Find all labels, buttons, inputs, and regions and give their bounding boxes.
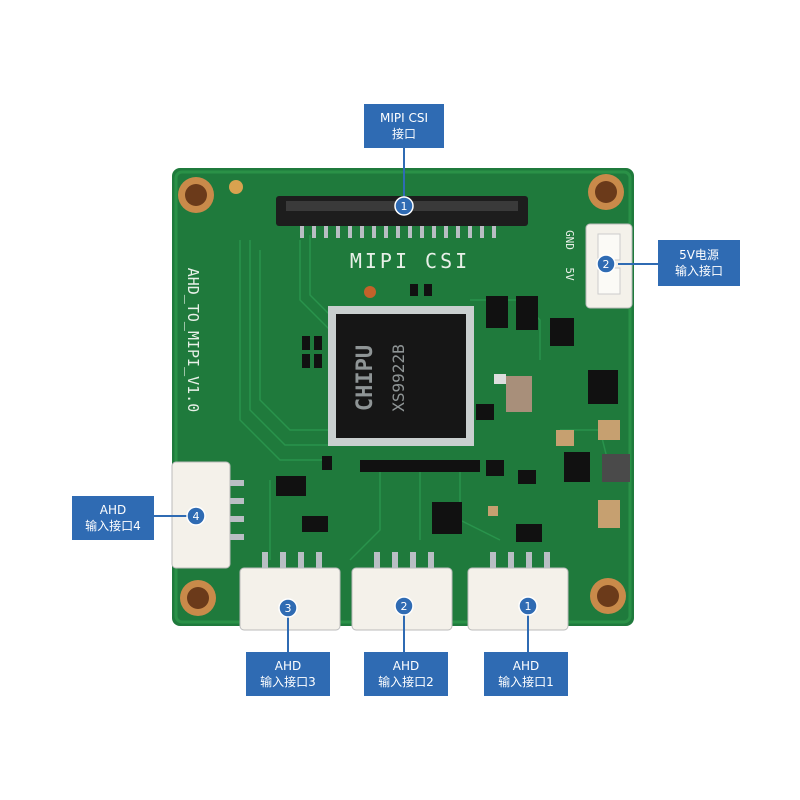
callout-ahd4-line1: AHD [99,503,127,517]
callout-ahd4-line2: 输入接口4 [85,519,141,533]
callout-ahd3-line2: 输入接口3 [260,675,316,689]
callout-mipi-csi: MIPI CSI 接口 [364,104,444,148]
mipi-silkscreen-label: MIPI CSI [350,249,470,273]
marker-ahd3-number: 3 [285,602,292,615]
marker-ahd2-number: 2 [401,600,408,613]
callout-mipi-line1: MIPI CSI [379,111,429,125]
power-pin-5v-label: 5V [563,267,576,281]
callout-power-input: 5V电源 输入接口 [658,240,740,286]
callout-ahd2-line1: AHD [392,659,420,673]
callout-ahd1-line2: 输入接口1 [498,675,554,689]
power-pin-gnd-label: GND [563,230,576,250]
marker-ahd1: 1 [518,596,538,616]
mounting-holes [178,174,626,616]
marker-ahd4-number: 4 [193,510,200,523]
callout-ahd-input-3: AHD 输入接口3 [246,652,330,696]
leader-lines [154,146,660,652]
callout-power-line2: 输入接口 [674,264,723,278]
callout-ahd-input-4: AHD 输入接口4 [72,496,154,540]
board-name-silkscreen: AHD_TO_MIPI_V1.0 [184,268,202,413]
ahd1-connector [467,552,569,631]
marker-power: 2 [596,254,616,274]
marker-mipi-number: 1 [401,200,408,213]
callout-ahd3-line1: AHD [274,659,302,673]
callout-ahd-input-2: AHD 输入接口2 [364,652,448,696]
smd-components [276,284,630,542]
marker-power-number: 2 [603,258,610,271]
marker-ahd4: 4 [186,506,206,526]
chip-model: XS9922B [389,344,408,411]
callout-power-line1: 5V电源 [679,248,719,262]
chip-brand: CHIPU [353,345,378,411]
main-chip [328,306,474,446]
marker-mipi: 1 [394,196,414,216]
marker-ahd2: 2 [394,596,414,616]
callout-ahd1-line1: AHD [512,659,540,673]
callout-mipi-line2: 接口 [391,127,416,141]
callout-ahd2-line2: 输入接口2 [378,675,434,689]
marker-ahd3: 3 [278,598,298,618]
marker-ahd1-number: 1 [525,600,532,613]
callout-ahd-input-1: AHD 输入接口1 [484,652,568,696]
